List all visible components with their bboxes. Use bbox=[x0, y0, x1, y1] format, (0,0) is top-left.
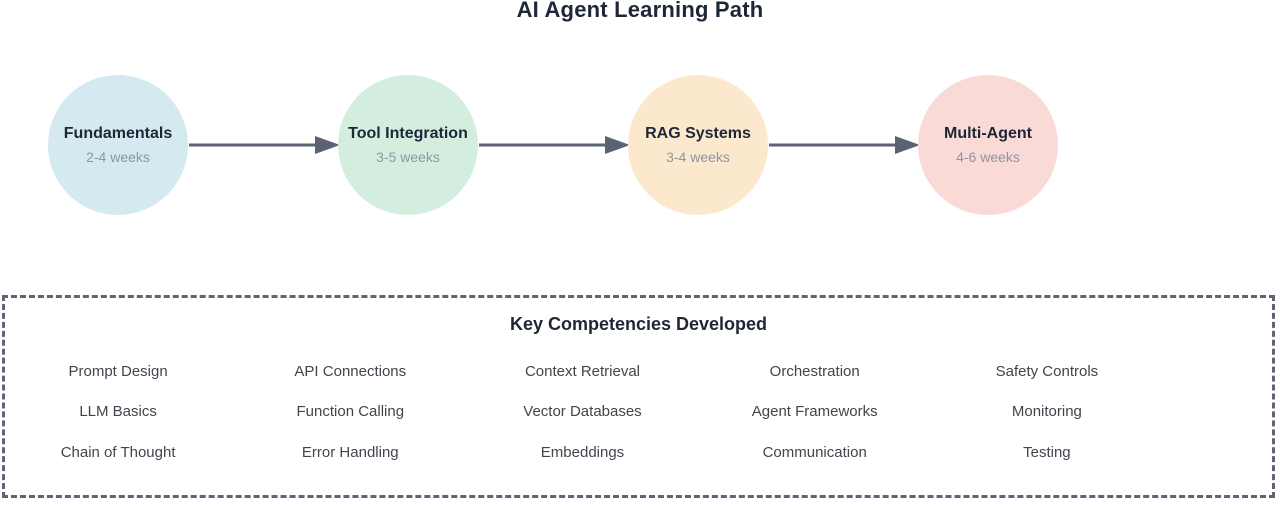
stage-node-rag-systems: RAG Systems 3-4 weeks bbox=[628, 75, 768, 215]
stage-name: RAG Systems bbox=[645, 125, 751, 143]
competency-item: Vector Databases bbox=[523, 403, 642, 421]
stage-node-tool-integration: Tool Integration 3-5 weeks bbox=[338, 75, 478, 215]
competency-item: Function Calling bbox=[296, 403, 405, 421]
competency-item: Communication bbox=[762, 443, 867, 461]
arrow-rag-systems-to-multi-agent bbox=[769, 136, 920, 154]
competency-item: Orchestration bbox=[769, 362, 860, 380]
competency-item: Agent Frameworks bbox=[751, 403, 878, 421]
arrow-fundamentals-to-tool-integration bbox=[189, 136, 340, 154]
stage-name: Tool Integration bbox=[348, 125, 468, 143]
competencies-grid: Prompt Design API Connections Context Re… bbox=[2, 351, 1163, 473]
competency-item: LLM Basics bbox=[79, 403, 157, 421]
stage-duration: 4-6 weeks bbox=[956, 149, 1020, 166]
arrow-tool-integration-to-rag-systems bbox=[479, 136, 630, 154]
competencies-heading: Key Competencies Developed bbox=[509, 314, 768, 334]
competency-item: API Connections bbox=[294, 362, 407, 380]
stage-duration: 3-4 weeks bbox=[666, 149, 730, 166]
page-title: AI Agent Learning Path bbox=[516, 0, 764, 22]
stage-node-multi-agent: Multi-Agent 4-6 weeks bbox=[918, 75, 1058, 215]
competency-item: Context Retrieval bbox=[524, 362, 641, 380]
stage-name: Multi-Agent bbox=[944, 125, 1032, 143]
stage-node-fundamentals: Fundamentals 2-4 weeks bbox=[48, 75, 188, 215]
competency-item: Error Handling bbox=[301, 443, 399, 461]
competency-item: Embeddings bbox=[540, 443, 625, 461]
competencies-panel: Key Competencies Developed bbox=[2, 295, 1275, 498]
competency-item: Testing bbox=[1023, 443, 1071, 461]
competency-item: Safety Controls bbox=[995, 362, 1099, 380]
stage-duration: 2-4 weeks bbox=[86, 149, 150, 166]
competency-item: Chain of Thought bbox=[60, 443, 176, 461]
competency-item: Prompt Design bbox=[68, 362, 168, 380]
stage-name: Fundamentals bbox=[63, 125, 173, 143]
stage-duration: 3-5 weeks bbox=[376, 149, 440, 166]
competency-item: Monitoring bbox=[1011, 403, 1082, 421]
